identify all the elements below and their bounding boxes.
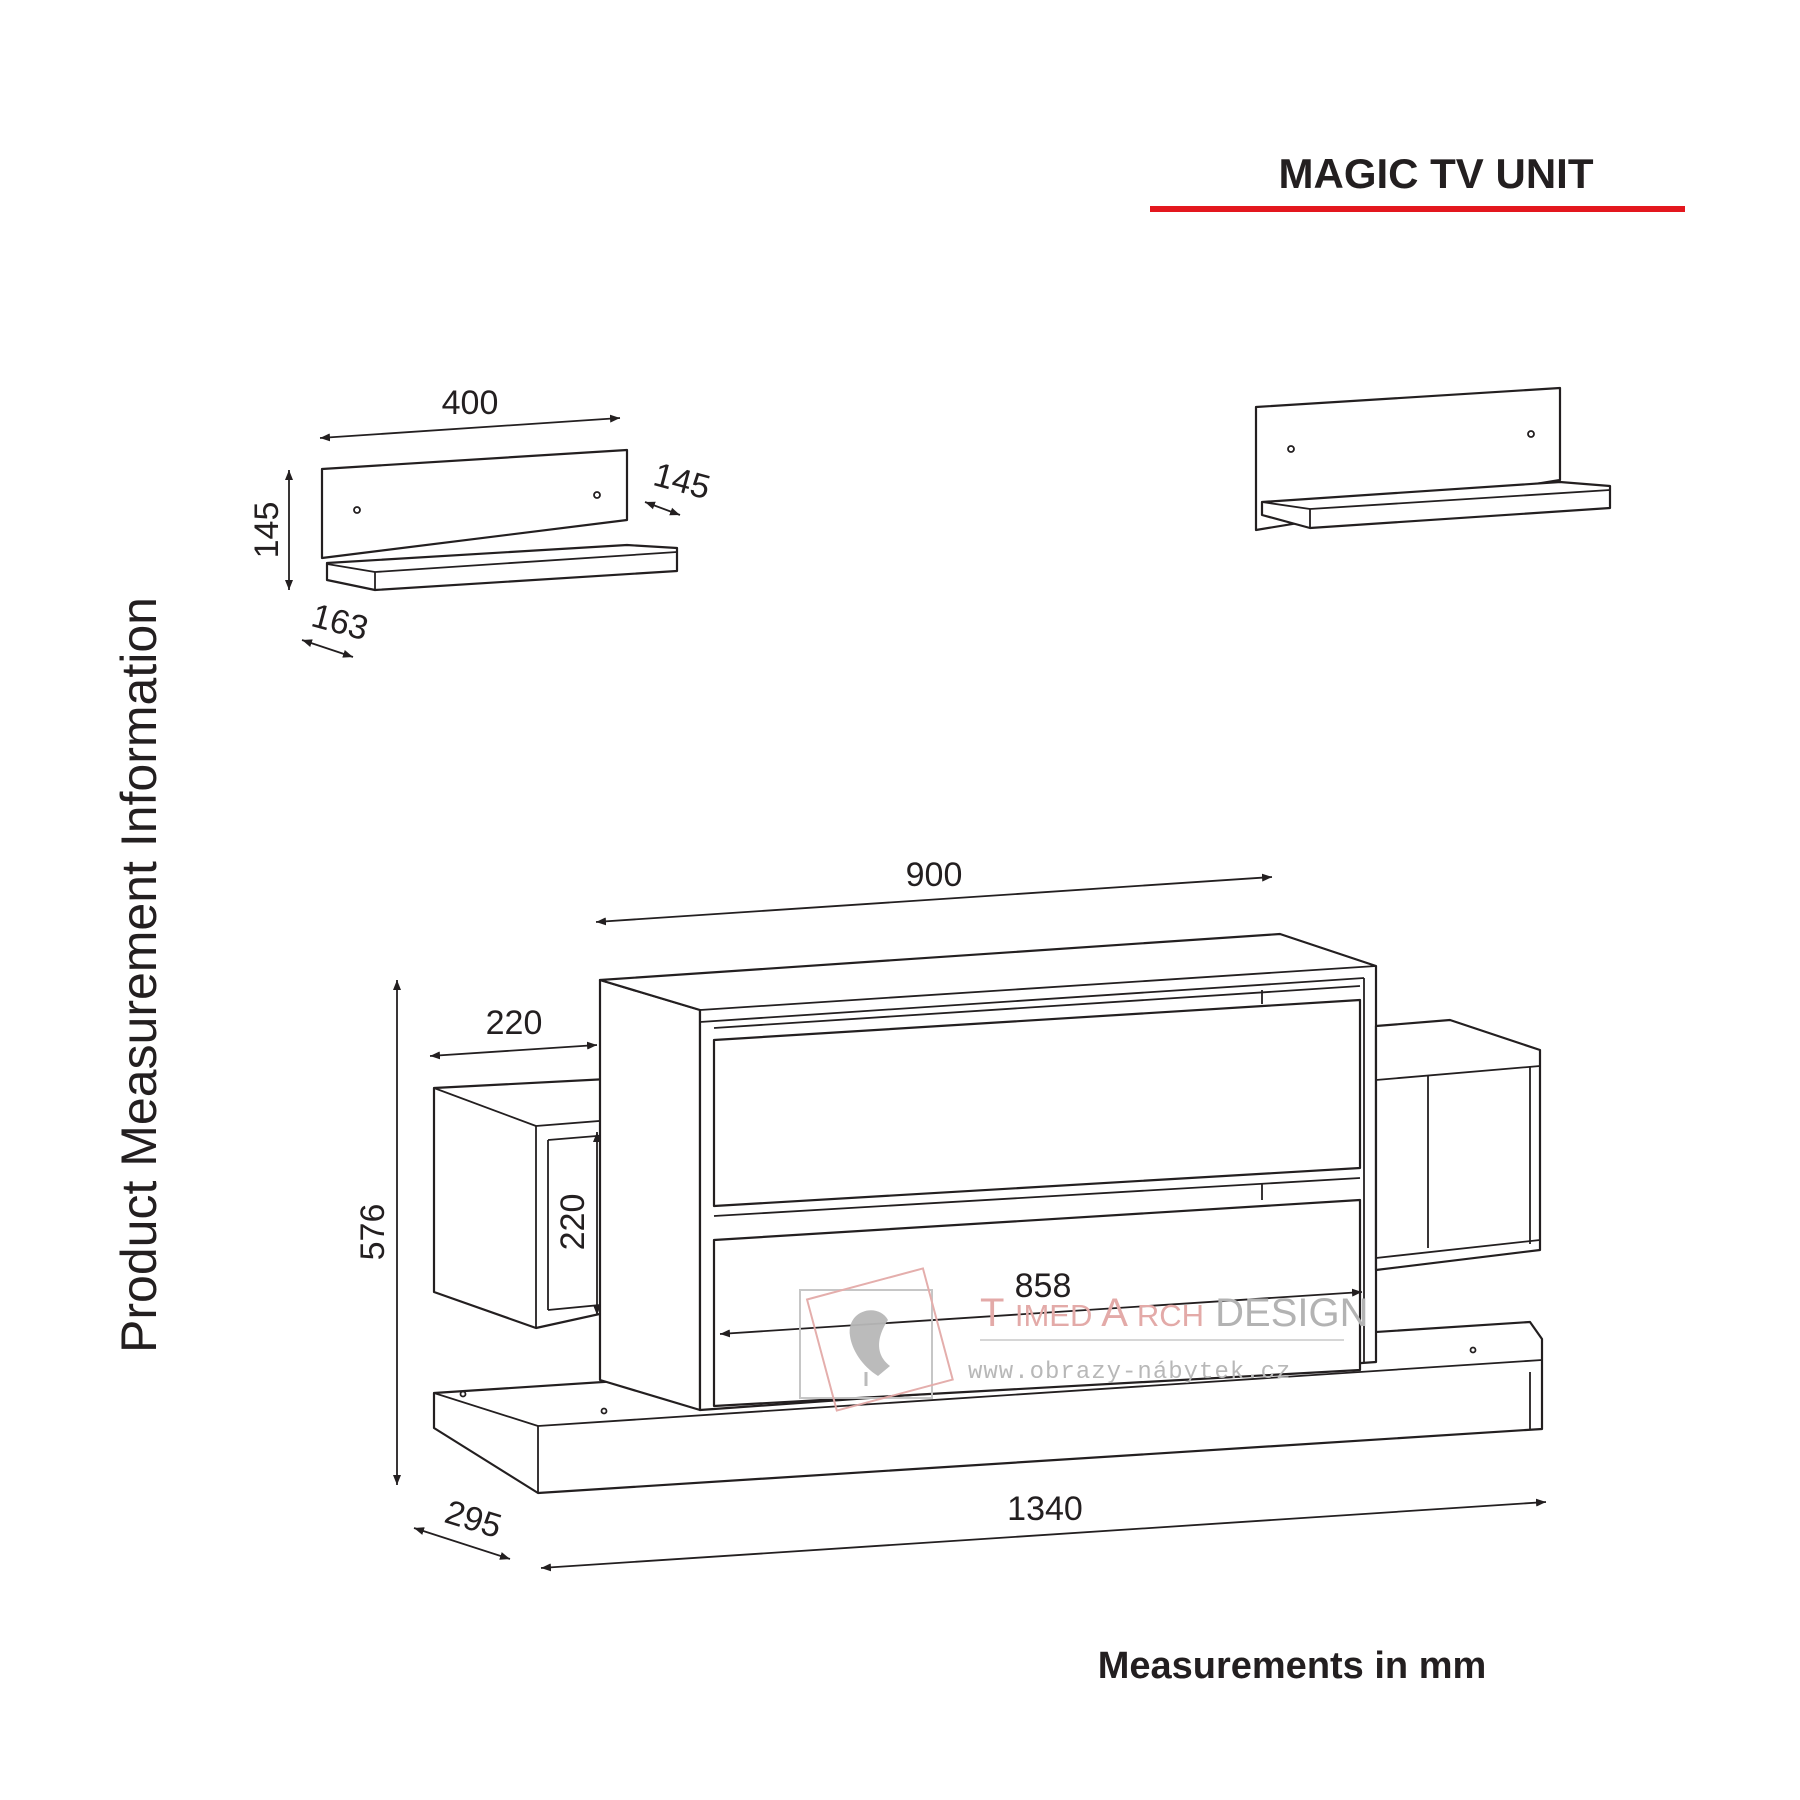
upper-drawer-front (712, 998, 1362, 1208)
dimension-line-left-shelf-width (429, 1041, 598, 1060)
shelf-board-left (325, 543, 679, 592)
side-title: Product Measurement Information (111, 597, 167, 1353)
left-support (598, 978, 702, 1412)
mount-hole-icon (1287, 445, 1295, 453)
watermark-text: T IMED A RCH DESIGN www.obrazy-nábytek.c… (968, 1291, 1369, 1386)
wall-shelf-right (1254, 386, 1612, 532)
dimension-line-depth (644, 501, 681, 516)
dimension-label-bottom-depth: 163 (308, 597, 373, 648)
dimension-label-drawer-width: 858 (1015, 1267, 1072, 1305)
carcass-edge (699, 965, 1377, 1011)
tv-unit-base-edge (433, 1392, 539, 1427)
svg-text:www.obrazy-nábytek.cz: www.obrazy-nábytek.cz (968, 1359, 1291, 1386)
shelf-edge-line (326, 563, 376, 573)
shelf-edge-line (374, 551, 678, 573)
shelf-edge-line (1261, 501, 1311, 510)
right-box (1374, 1018, 1542, 1272)
dimension-label-total-width: 1340 (1007, 1490, 1083, 1528)
page-title: MAGIC TV UNIT (1279, 150, 1594, 197)
shelf-edge-line (1309, 489, 1611, 510)
shelf-back-panel-left (320, 448, 629, 560)
watermark-logo (799, 1267, 954, 1412)
dimension-label-depth: 295 (441, 1493, 506, 1546)
watermark-frame (799, 1289, 933, 1399)
dimension-label-top-width: 900 (906, 856, 963, 894)
left-box-edge (433, 1087, 537, 1127)
shelf-board-right (1260, 480, 1612, 530)
tv-unit-base-edge (537, 1359, 1543, 1427)
dimension-line-bottom-depth (301, 639, 354, 658)
title-underline (1150, 206, 1685, 212)
drawer-separator (713, 1177, 1361, 1217)
screw-icon (600, 1407, 608, 1415)
screw-icon (1469, 1346, 1477, 1354)
dimension-label-depth: 145 (650, 456, 715, 507)
upper-drawer-top-edge (713, 985, 1361, 1029)
dimension-line-drawer-width (719, 1288, 1363, 1338)
dimension-line-depth (413, 1527, 511, 1560)
right-box-edge (1375, 1065, 1541, 1081)
carcass-edge (699, 977, 1365, 1023)
dimension-label-left-shelf-width: 220 (486, 1004, 543, 1042)
screw-icon (459, 1390, 467, 1398)
dimension-line-width (319, 414, 621, 442)
egg-chair-icon (849, 1310, 890, 1376)
dimension-line-total-width (540, 1498, 1547, 1572)
dimension-label-total-height: 576 (354, 1204, 392, 1261)
dimension-label-width: 400 (442, 384, 499, 422)
svg-text:T IMED A RCH: T IMED A RCH DESIGN (980, 1291, 1369, 1335)
tv-unit (432, 932, 1544, 1495)
watermark-frame-accent (805, 1267, 954, 1412)
dimension-label-height: 145 (248, 502, 286, 559)
wall-shelf-left (320, 448, 679, 592)
mount-hole-icon (1527, 430, 1535, 438)
mount-hole-icon (353, 506, 361, 514)
dimension-label-left-shelf-height: 220 (554, 1194, 592, 1251)
mount-hole-icon (593, 491, 601, 499)
shelf-back-panel-right (1254, 386, 1562, 532)
measurements-note: Measurements in mm (1098, 1645, 1487, 1687)
right-box-edge (1375, 1239, 1541, 1259)
dimension-line-top-width (595, 873, 1273, 926)
